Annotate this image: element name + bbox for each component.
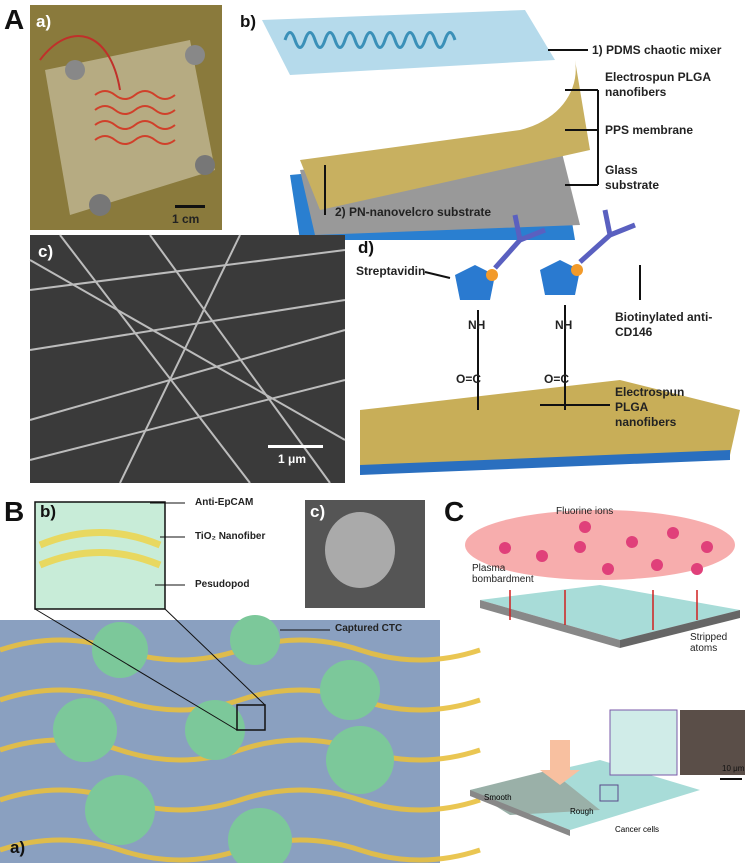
sem-scale-label: 1 μm bbox=[278, 452, 307, 466]
label-captured-ctc: Captured CTC bbox=[335, 623, 403, 634]
label-rough: Rough bbox=[570, 807, 594, 816]
subpanel-label-b: b) bbox=[240, 12, 257, 31]
microfluidic-device-photo bbox=[30, 5, 222, 230]
label-fluorine-ions: Fluorine ions bbox=[556, 506, 614, 517]
device-schematic bbox=[262, 10, 599, 240]
subpanel-label-a: a) bbox=[36, 12, 52, 31]
scale-bar-label: 1 cm bbox=[172, 212, 200, 226]
panel-label-A: A bbox=[4, 4, 25, 35]
label-10um: 10 μm bbox=[722, 764, 745, 773]
antibody-conjugation-diagram bbox=[360, 209, 740, 475]
panel-label-B: B bbox=[4, 496, 25, 527]
label-cancer-cells: Cancer cells bbox=[615, 825, 660, 834]
subpanel-label-c: c) bbox=[310, 502, 326, 521]
label-oc-1: O=C bbox=[456, 372, 482, 386]
ctc-capture-illustration bbox=[0, 500, 481, 863]
label-oc-2: O=C bbox=[544, 372, 570, 386]
subpanel-label-d: d) bbox=[358, 238, 375, 257]
label-antibody: Biotinylated anti-CD146 bbox=[615, 310, 713, 339]
label-glass: Glass substrate bbox=[605, 163, 660, 192]
subpanel-label-a: a) bbox=[10, 838, 26, 857]
label-pseudopod: Pesudopod bbox=[195, 579, 250, 590]
subpanel-label-c: c) bbox=[38, 242, 54, 261]
nanofiber-sem-image bbox=[29, 234, 346, 484]
label-anti-epcam: Anti-EpCAM bbox=[195, 497, 254, 508]
label-plga: Electrospun PLGA nanofibers bbox=[605, 70, 711, 99]
plasma-treatment-illustration bbox=[465, 510, 745, 836]
label-nh-2: NH bbox=[555, 318, 573, 332]
label-plasma: Plasma bombardment bbox=[472, 563, 534, 585]
label-nh-1: NH bbox=[468, 318, 486, 332]
label-smooth: Smooth bbox=[484, 793, 512, 802]
label-substrate: 2) PN-nanovelcro substrate bbox=[335, 205, 492, 219]
label-tio2: TiO₂ Nanofiber bbox=[195, 531, 266, 542]
subpanel-label-b: b) bbox=[40, 502, 57, 521]
label-nanofibers: Electrospun PLGA nanofibers bbox=[615, 385, 685, 429]
label-pps: PPS membrane bbox=[605, 123, 694, 137]
label-stripped-atoms: Stripped atoms bbox=[690, 632, 728, 654]
label-pdms: 1) PDMS chaotic mixer bbox=[592, 43, 722, 57]
label-streptavidin: Streptavidin bbox=[356, 264, 426, 278]
panel-label-C: C bbox=[444, 496, 465, 527]
